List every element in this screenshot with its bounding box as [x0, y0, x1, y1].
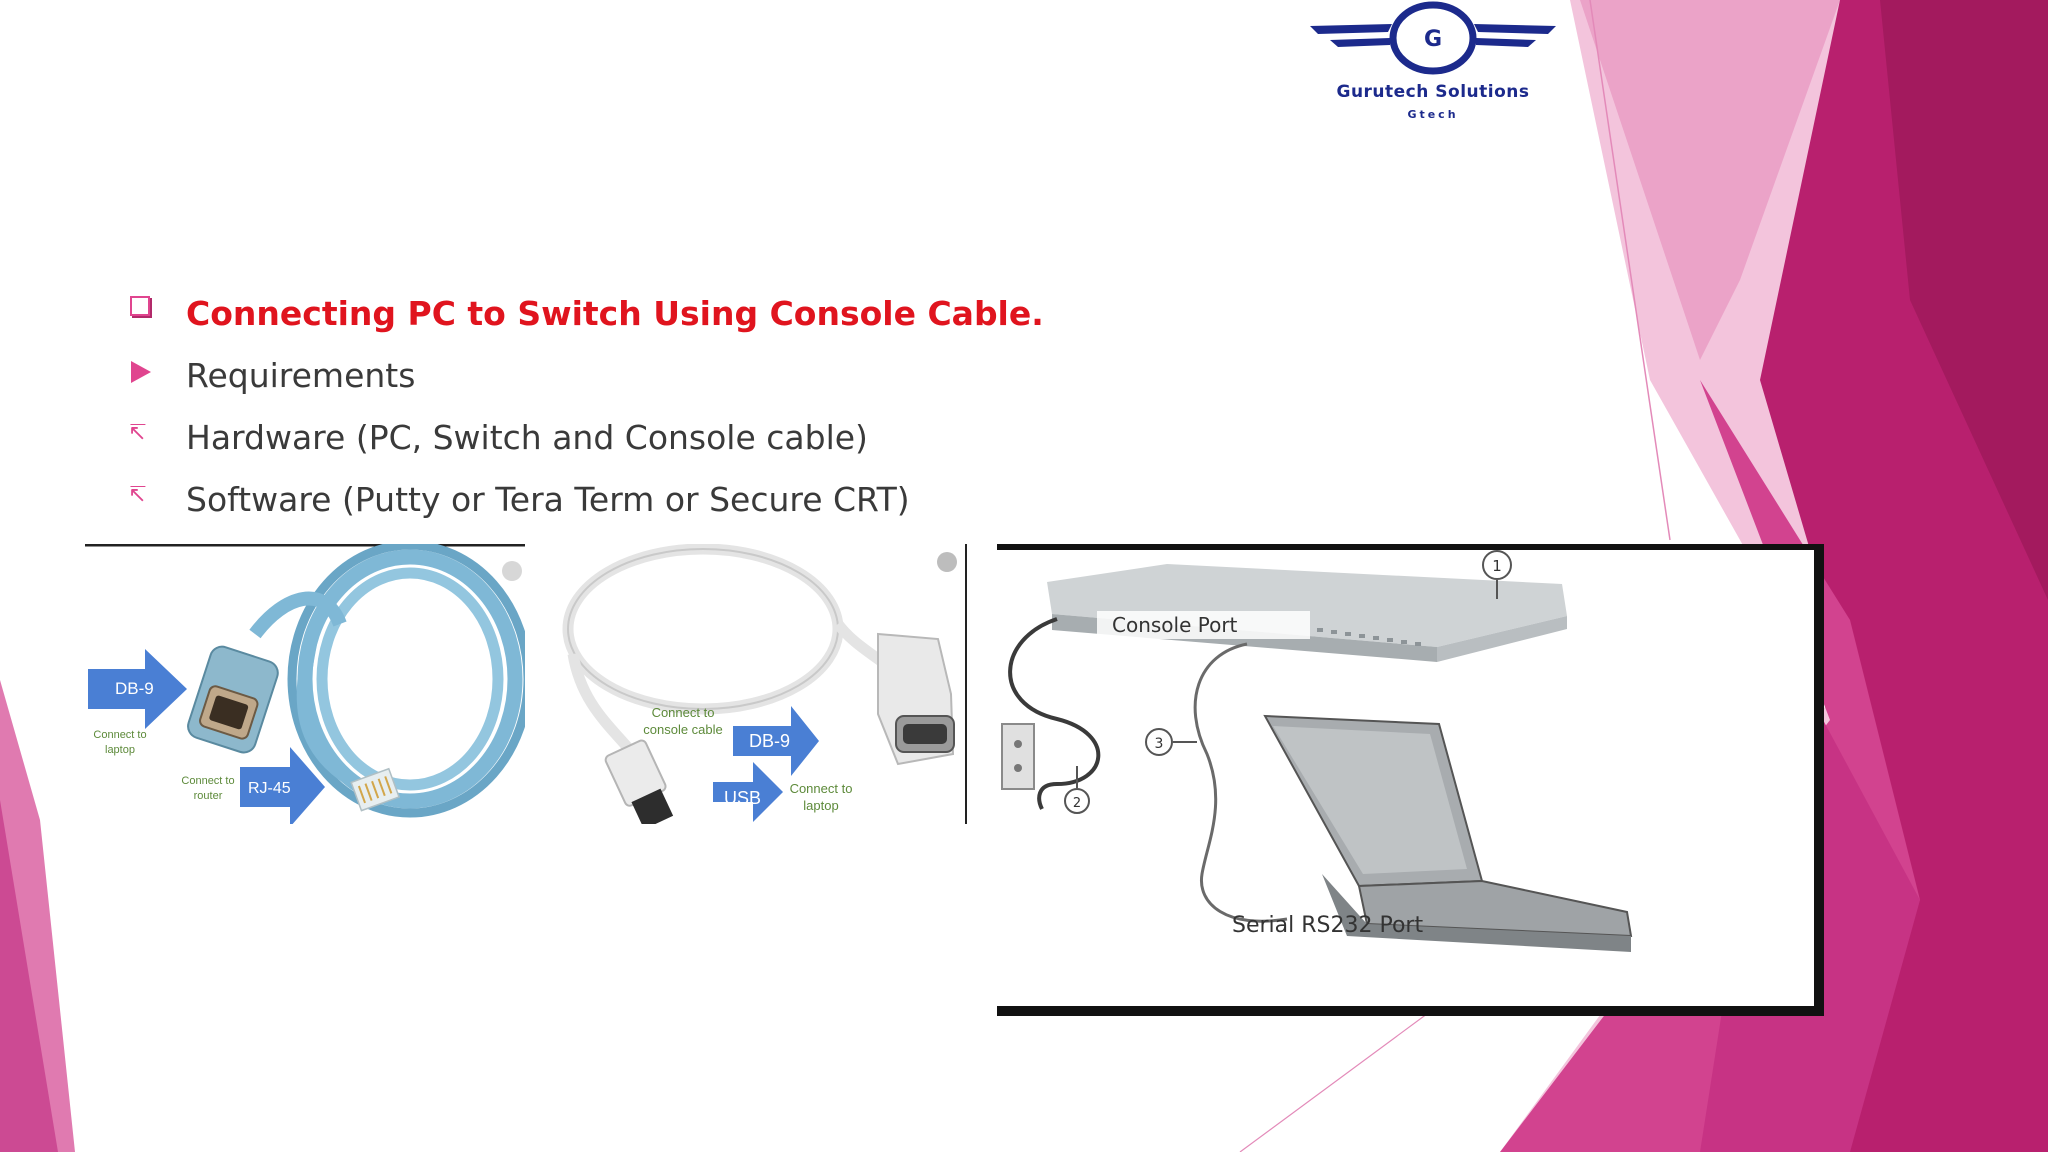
bullet-item-hardware: ↸ Hardware (PC, Switch and Console cable…: [128, 406, 1044, 468]
usb-label: USB: [724, 788, 761, 808]
logo-letter: G: [1424, 27, 1442, 52]
console-port-label: Console Port: [1112, 613, 1238, 637]
bullet-text: Requirements: [186, 355, 416, 395]
db9-label: DB-9: [749, 731, 790, 751]
callout-2: 2: [1073, 796, 1081, 811]
bullet-item-requirements: Requirements: [128, 344, 1044, 406]
console-cable-image: DB-9 RJ-45 Connect to laptop Connect to …: [85, 544, 525, 824]
logo-subtitle: Gtech: [1407, 108, 1459, 121]
bullet-item-software: ↸ Software (Putty or Tera Term or Secure…: [128, 468, 1044, 530]
triangle-bullet-icon: [128, 361, 186, 383]
gurutech-logo: G: [1310, 1, 1556, 75]
bullet-text: Hardware (PC, Switch and Console cable): [186, 417, 868, 457]
logo-title: Gurutech Solutions: [1336, 82, 1530, 102]
arrow-up-left-icon: ↸: [128, 420, 147, 446]
callout-1: 1: [1492, 557, 1502, 575]
slide-heading: Connecting PC to Switch Using Console Ca…: [186, 293, 1044, 333]
usb-serial-adapter-image: DB-9 USB Connect to console cable Connec…: [562, 544, 967, 824]
bullet-list: Connecting PC to Switch Using Console Ca…: [128, 282, 1044, 530]
rj45-label: RJ-45: [248, 780, 291, 797]
serial-port-label: Serial RS232 Port: [1232, 913, 1423, 938]
square-bullet-icon: [128, 296, 186, 316]
connect-router-label: Connect to router: [181, 775, 235, 802]
arrow-up-left-icon: ↸: [128, 482, 147, 508]
callout-3: 3: [1155, 736, 1164, 752]
bullet-item-title: Connecting PC to Switch Using Console Ca…: [128, 282, 1044, 344]
connect-laptop-label: Connect to laptop: [93, 729, 147, 756]
console-connection-diagram: Console Port 1 3 2 Serial RS232 Port: [997, 544, 1824, 1016]
connect-laptop-label: Connect to laptop: [789, 781, 853, 813]
db9-label: DB-9: [115, 679, 154, 698]
connect-console-label: Connect to console cable: [643, 705, 723, 737]
bullet-text: Software (Putty or Tera Term or Secure C…: [186, 479, 910, 519]
